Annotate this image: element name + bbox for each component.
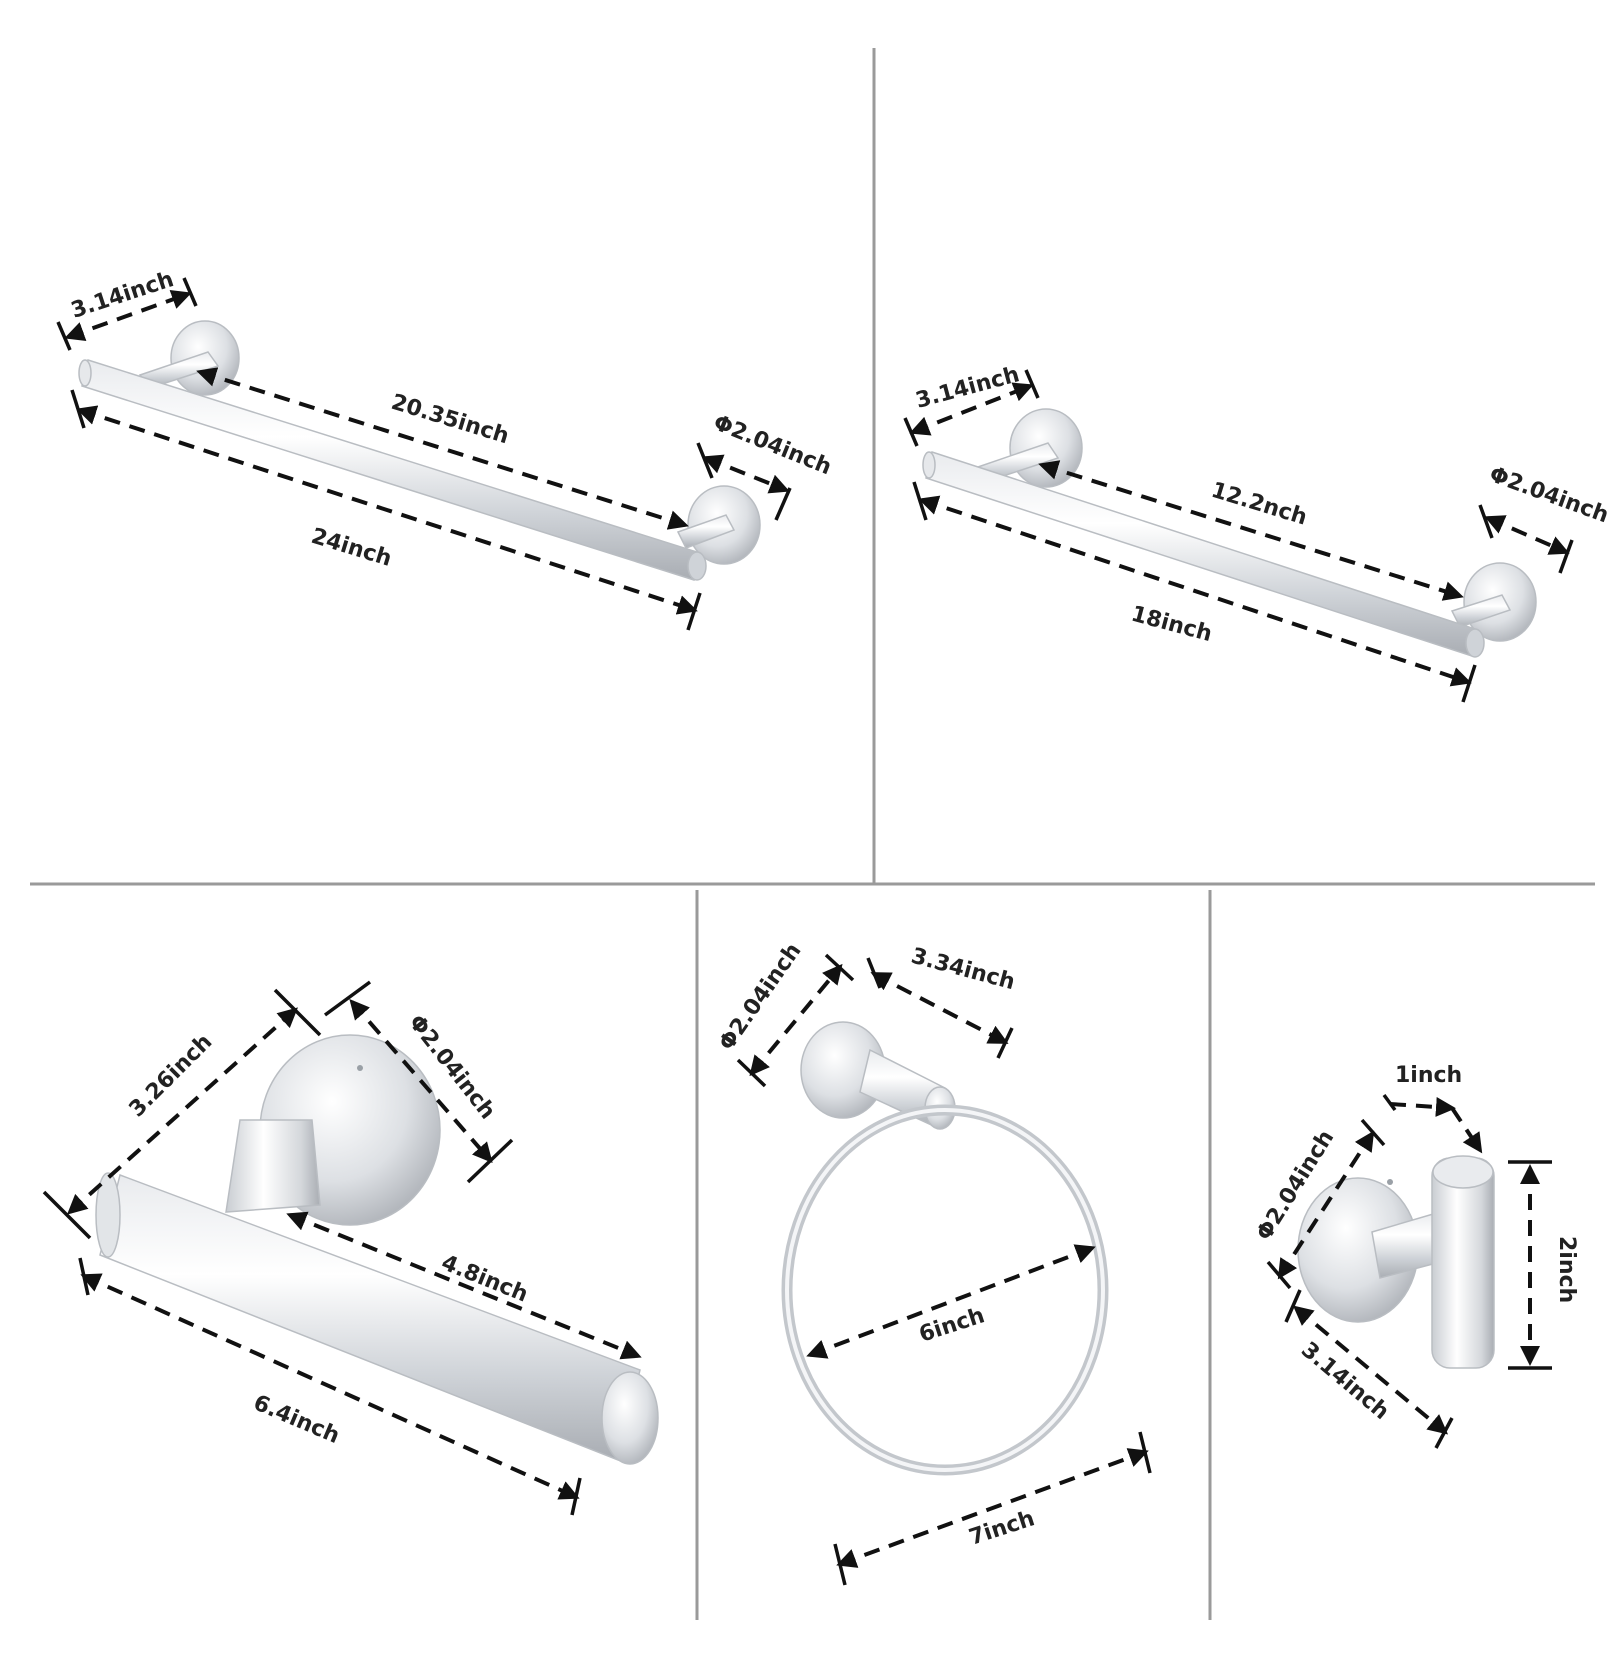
label-total-length: 24inch (308, 524, 394, 572)
label-base-diameter: Φ2.04inch (714, 939, 806, 1056)
label-mount-offset: 3.14inch (913, 362, 1022, 414)
tick (996, 1027, 1014, 1059)
panel-towel-bar-18: 3.14inch 12.2nch Φ2.04inch 18inch (903, 362, 1612, 703)
label-hook-width: 1inch (1395, 1063, 1462, 1088)
tick (570, 1477, 582, 1516)
panel-towel-ring: Φ2.04inch 3.34inch 6inch 7inch (714, 939, 1152, 1586)
panel-paper-holder: 3.26inch Φ2.04inch 4.8inch 6.4inch (42, 980, 659, 1516)
tick (1461, 664, 1477, 703)
label-outer-width: 7inch (966, 1506, 1038, 1551)
label-inner-length: 20.35inch (388, 390, 512, 449)
dim-line-depth (1292, 1305, 1449, 1435)
panel-towel-bar-24: 3.14inch 20.35inch Φ2.04inch 24inch (56, 267, 835, 631)
tick (182, 277, 198, 307)
tick (466, 1138, 514, 1184)
dim-line-outer-width (836, 1448, 1149, 1568)
label-base-diameter: Φ2.04inch (710, 410, 835, 480)
label-inner-diameter: 6inch (916, 1303, 988, 1348)
towel-bar-24-product (78, 320, 761, 581)
tick (686, 592, 702, 631)
label-height: 2inch (1554, 1236, 1579, 1303)
dim-line-inner-length (196, 367, 689, 530)
tick (1478, 504, 1494, 539)
dimension-marks (736, 953, 1152, 1586)
towel-bar-18-product (922, 408, 1537, 658)
tick (323, 980, 372, 1017)
dim-line-hook-width-pointer (1450, 1106, 1483, 1154)
dimension-marks (903, 369, 1574, 703)
dim-line-hook-width (1389, 1096, 1456, 1117)
dimension-marks (56, 277, 792, 631)
tick (1558, 539, 1574, 574)
label-mount-offset: 3.14inch (68, 267, 177, 324)
label-total-length: 6.4inch (250, 1391, 343, 1450)
tick (774, 487, 792, 521)
tick (866, 957, 882, 989)
dim-line-inner-diameter (806, 1244, 1096, 1359)
dim-line-base-diameter (1277, 1130, 1375, 1280)
tick (1284, 1289, 1302, 1323)
dim-line-base-diameter (749, 963, 843, 1077)
dim-line-total-length (80, 1273, 580, 1500)
panel-robe-hook: 1inch Φ2.04inch 2inch 3.14inch (1252, 1063, 1579, 1449)
dim-line-total-length (76, 405, 698, 615)
tick (1024, 369, 1040, 399)
dim-line-mount-offset (64, 289, 192, 342)
dim-line-base-diameter (349, 998, 493, 1164)
tick (273, 988, 322, 1037)
label-arm-length: 3.34inch (908, 944, 1017, 996)
label-total-length: 18inch (1128, 602, 1214, 648)
dim-line-base-diameter (1484, 515, 1570, 555)
dim-line-mount-offset (909, 382, 1034, 436)
label-depth: 3.26inch (125, 1029, 218, 1122)
dim-line-total-length (918, 495, 1472, 687)
tick (1382, 1093, 1397, 1112)
robe-hook-product (1297, 1155, 1495, 1369)
dimension-marks (42, 980, 642, 1516)
label-base-diameter: Φ2.04inch (1486, 462, 1612, 528)
tick (56, 321, 72, 351)
dim-line-base-diameter (702, 454, 790, 494)
tick (42, 1190, 92, 1240)
towel-ring-product (781, 1021, 1109, 1476)
dimension-marks (1266, 1093, 1552, 1449)
